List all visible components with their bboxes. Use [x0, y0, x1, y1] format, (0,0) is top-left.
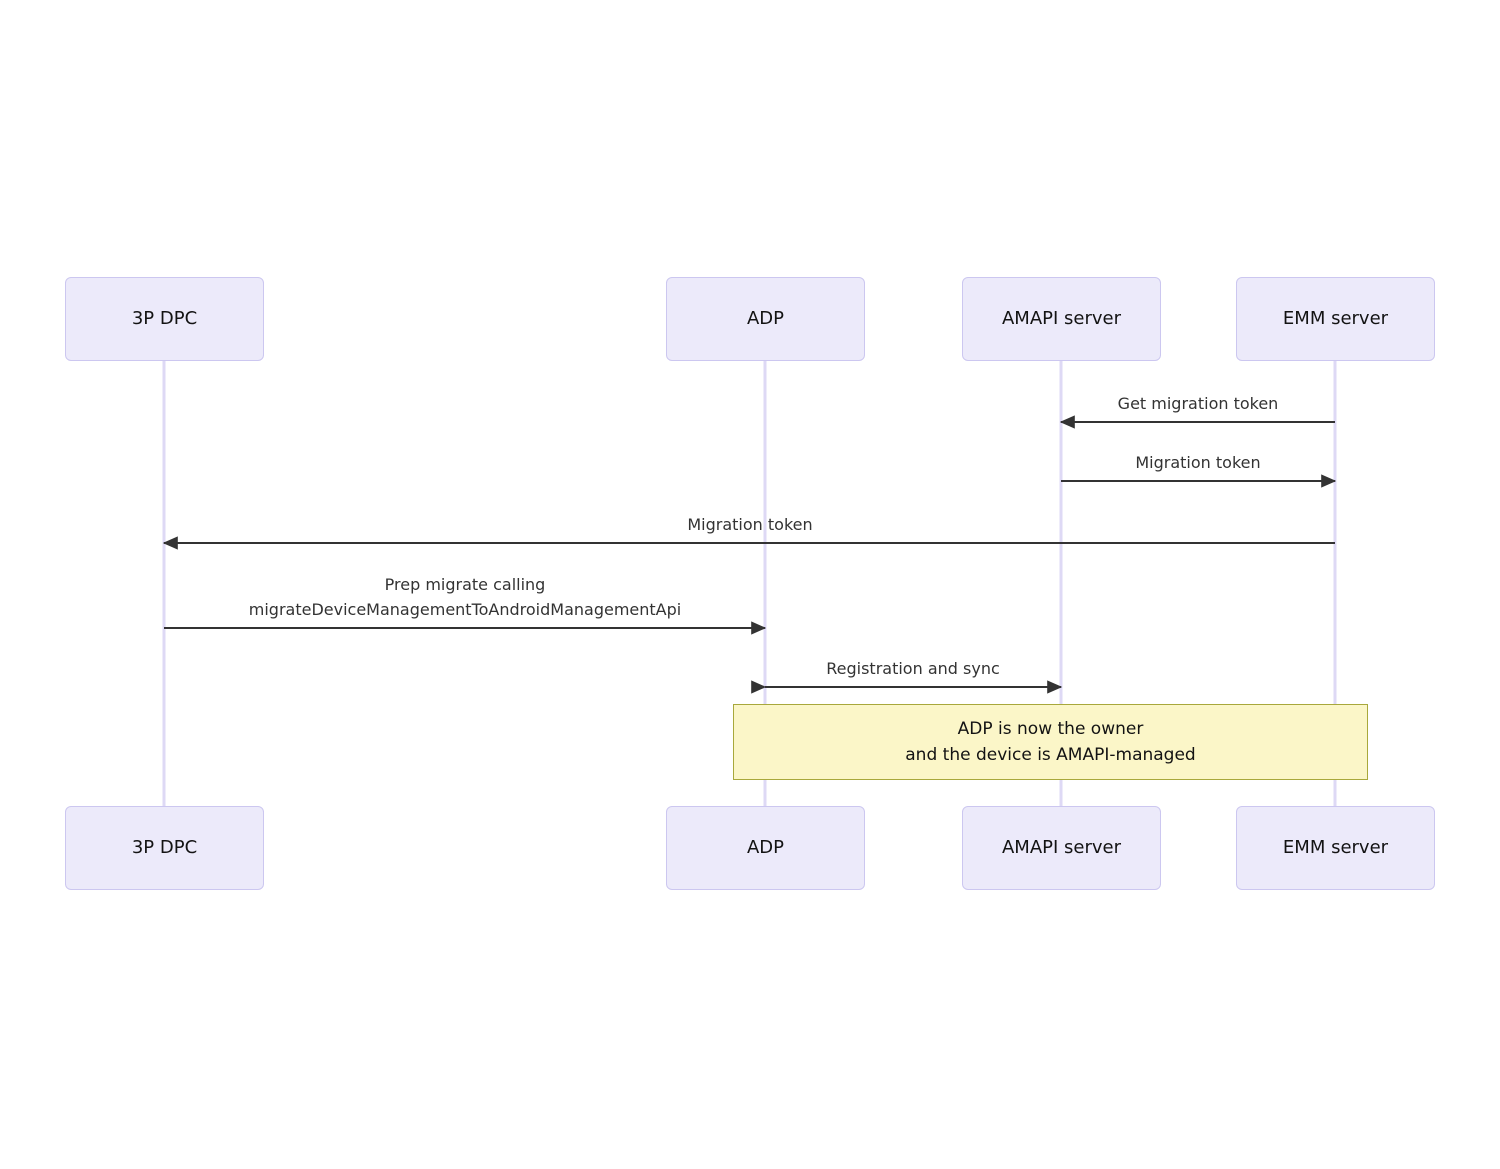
message-label-m2: Migration token: [1135, 451, 1260, 476]
participant-box-dpc-top[interactable]: 3P DPC: [65, 277, 264, 361]
participant-label-adp: ADP: [746, 837, 785, 858]
participant-label-emm: EMM server: [1282, 837, 1389, 858]
message-label-m4: Prep migrate calling migrateDeviceManagem…: [249, 573, 681, 623]
message-label-line1: Registration and sync: [826, 659, 1000, 678]
participant-label-adp: ADP: [746, 308, 785, 329]
message-label-line1: Migration token: [687, 515, 813, 534]
participant-label-amapi: AMAPI server: [1001, 837, 1122, 858]
participant-box-adp-bottom[interactable]: ADP: [666, 806, 865, 890]
participant-box-dpc-bottom[interactable]: 3P DPC: [65, 806, 264, 890]
participant-box-adp-top[interactable]: ADP: [666, 277, 865, 361]
participant-box-amapi-top[interactable]: AMAPI server: [962, 277, 1161, 361]
message-label-m3: Migration token: [687, 513, 812, 538]
participant-label-dpc: 3P DPC: [131, 308, 198, 329]
message-label-line1: Get migration token: [1117, 394, 1279, 413]
participant-label-amapi: AMAPI server: [1001, 308, 1122, 329]
note-line2: and the device is AMAPI-managed: [905, 745, 1196, 765]
message-label-m1: Get migration token: [1118, 392, 1279, 417]
message-label-line1: Prep migrate calling: [384, 575, 546, 594]
message-label-line2: migrateDeviceManagementToAndroidManageme…: [248, 599, 682, 619]
note-line1: ADP is now the owner: [957, 718, 1144, 739]
participant-box-emm-bottom[interactable]: EMM server: [1236, 806, 1435, 890]
message-label-m5: Registration and sync: [826, 657, 1000, 682]
participant-label-emm: EMM server: [1282, 308, 1389, 329]
participant-box-emm-top[interactable]: EMM server: [1236, 277, 1435, 361]
note-box-n1: ADP is now the owner and the device is AM…: [733, 704, 1368, 780]
message-label-line1: Migration token: [1135, 453, 1261, 472]
participant-label-dpc: 3P DPC: [131, 837, 198, 858]
participant-box-amapi-bottom[interactable]: AMAPI server: [962, 806, 1161, 890]
message-arrows-group: [162, 415, 1337, 694]
